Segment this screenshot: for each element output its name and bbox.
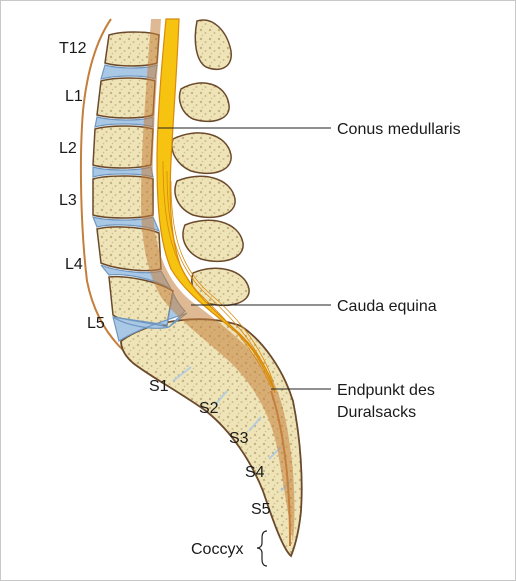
label-cauda-equina: Cauda equina — [337, 298, 437, 315]
label-coccyx: Coccyx — [191, 541, 243, 558]
label-l2: L2 — [59, 140, 77, 157]
label-conus-medullaris: Conus medullaris — [337, 121, 461, 138]
label-s2: S2 — [199, 400, 219, 417]
label-l3: L3 — [59, 192, 77, 209]
label-l5: L5 — [87, 315, 105, 332]
spinous-process-l4 — [183, 220, 243, 261]
label-s4: S4 — [245, 464, 265, 481]
label-t12: T12 — [59, 40, 87, 57]
label-l1: L1 — [65, 88, 83, 105]
spinous-processes — [172, 20, 249, 305]
spinous-process-t12 — [195, 20, 231, 69]
spinous-process-l2 — [172, 133, 231, 173]
spinous-process-l3 — [175, 176, 235, 217]
label-s3: S3 — [229, 430, 249, 447]
label-endpoint-line2: Duralsacks — [337, 404, 416, 421]
label-s5: S5 — [251, 501, 271, 518]
label-s1: S1 — [149, 378, 169, 395]
coccyx-brace — [257, 531, 267, 566]
sacrum-coccyx — [121, 319, 302, 556]
label-l4: L4 — [65, 256, 83, 273]
label-endpoint-line1: Endpunkt des — [337, 382, 435, 399]
spinous-process-l1 — [180, 83, 230, 121]
